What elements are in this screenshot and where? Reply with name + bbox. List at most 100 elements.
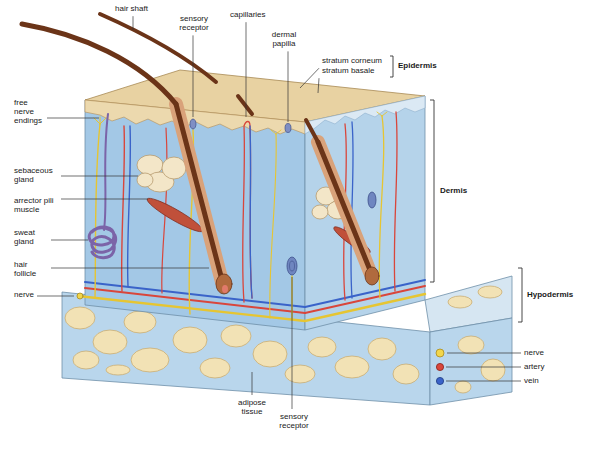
- hypodermis-block-shape-shape: [73, 351, 99, 369]
- nerve-shape: [377, 112, 387, 116]
- nerves: [77, 112, 425, 321]
- hair-shape: [306, 120, 318, 142]
- leader-line: [51, 268, 209, 269]
- layer-brackets: [390, 56, 522, 322]
- dermis-cube-shape: [305, 96, 425, 330]
- hair-shape: [238, 96, 252, 114]
- leader-line: [446, 367, 521, 368]
- part-label: sweat gland: [14, 228, 48, 246]
- hair-shape: [318, 142, 370, 270]
- part-label: capillaries: [230, 10, 266, 19]
- hair-shape: [318, 142, 370, 272]
- part-label: dermal papilla: [266, 30, 302, 48]
- nerve-shape: [271, 130, 281, 134]
- hypodermis-block-shape-shape: [393, 364, 419, 384]
- blood-vessel-shape: [305, 280, 425, 307]
- sweat-gland: [89, 114, 115, 258]
- hypodermis-block-shape-shape: [478, 286, 502, 298]
- hypodermis-block-shape-shape: [65, 307, 95, 329]
- hair-shape: [100, 14, 216, 82]
- layer-bracket-shape: [430, 100, 434, 282]
- leader-line: [61, 176, 138, 177]
- part-label: vein: [524, 376, 539, 385]
- blood-vessel-shape: [85, 282, 305, 307]
- region-label: Epidermis: [398, 61, 437, 70]
- blood-vessel-shape: [250, 126, 252, 298]
- hypodermis-block-shape: [436, 363, 443, 370]
- hair-shape: [216, 274, 232, 294]
- leader-line: [288, 51, 289, 122]
- leader-line: [446, 381, 521, 382]
- part-label: adipose tissue: [234, 398, 270, 416]
- nerve-shape: [95, 124, 100, 298]
- hypodermis-block-shape-shape: [253, 341, 287, 367]
- part-label: artery: [524, 362, 544, 371]
- sensory-receptor-shape: [287, 257, 297, 275]
- part-label: nerve: [14, 290, 34, 299]
- part-label: nerve: [524, 348, 544, 357]
- leader-line: [37, 296, 74, 297]
- part-label: sensory receptor: [274, 412, 314, 430]
- hypodermis-block-shape: [430, 318, 512, 405]
- hypodermis-block-shape-shape: [106, 365, 130, 375]
- dermis-cube-shape: [85, 100, 305, 330]
- hair-shape: [365, 267, 379, 285]
- hypodermis-block-shape-shape: [173, 327, 207, 353]
- leader-line: [47, 118, 99, 119]
- hair-shape: [176, 104, 222, 280]
- region-label: Dermis: [440, 186, 467, 195]
- hypodermis-block-shape: [448, 286, 505, 393]
- hypodermis-block-shape-shape: [221, 325, 251, 347]
- hair-shape: [176, 104, 222, 282]
- hypodermis-block-shape-shape: [368, 338, 396, 360]
- nerve-shape: [77, 293, 83, 299]
- blood-vessel-shape: [305, 286, 425, 313]
- sweat-gland-shape: [89, 227, 115, 258]
- part-label: free nerve endings: [14, 98, 44, 126]
- leader-line: [51, 240, 88, 241]
- hypodermis-block-shape-shape: [93, 330, 127, 354]
- dermis-cube-shape: [85, 100, 305, 134]
- part-label: stratum corneum: [322, 56, 382, 65]
- part-label: stratum basale: [322, 66, 374, 75]
- hypodermis-block-shape-shape: [285, 365, 315, 383]
- leader-line: [252, 372, 253, 395]
- sweat-gland-shape: [104, 114, 108, 230]
- sensory-receptor-shape: [368, 192, 376, 208]
- leader-line: [292, 277, 293, 409]
- hypodermis-block-shape-shape: [308, 337, 336, 357]
- leader-line: [133, 16, 134, 30]
- nerve-shape: [78, 294, 425, 321]
- blood-vessels: [85, 112, 425, 313]
- leader-line: [61, 199, 148, 200]
- sensory-receptor-shape: [190, 119, 196, 129]
- leader-line: [318, 78, 319, 93]
- part-label: arrector pili muscle: [14, 196, 58, 214]
- nerve-shape: [270, 134, 277, 318]
- sebaceous-gland-shape: [312, 205, 328, 219]
- part-label: sensory receptor: [174, 14, 214, 32]
- blood-vessel-shape: [243, 122, 252, 303]
- hypodermis-block-shape-shape: [481, 359, 505, 381]
- leader-line: [193, 35, 194, 117]
- leader-line: [300, 68, 319, 88]
- blood-vessel-shape: [128, 126, 131, 286]
- hypodermis-block-shape: [436, 349, 444, 357]
- sensory-receptor-shape: [285, 124, 291, 133]
- sensory-receptor-shape: [290, 261, 295, 271]
- hair-shape: [222, 285, 228, 293]
- hypodermis-block-shape-shape: [200, 358, 230, 378]
- hypodermis-block-shape-shape: [448, 296, 472, 308]
- hypodermis-block-shape-shape: [124, 311, 156, 333]
- hypodermis-block-shape-shape: [335, 356, 369, 378]
- part-label: hair shaft: [115, 4, 148, 13]
- sebaceous-gland-shape: [162, 157, 186, 179]
- nerve-shape: [379, 116, 384, 298]
- part-label: hair follicle: [14, 260, 48, 278]
- region-label: Hypodermis: [527, 290, 573, 299]
- leader-line: [447, 353, 521, 354]
